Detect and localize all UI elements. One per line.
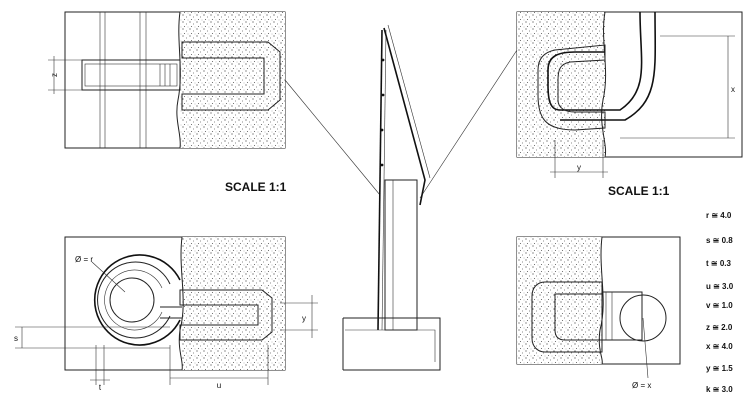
detail-bottom-right: Ø = x [516, 236, 681, 390]
dim-t: t [99, 383, 102, 392]
dim-y-top: y [577, 163, 581, 172]
label-diameter-x: Ø = x [632, 381, 651, 390]
legend-item: k ≅ 3.0 [706, 385, 733, 394]
dim-s: s [14, 334, 18, 343]
dim-z: z [50, 73, 59, 77]
center-elevation [284, 24, 518, 371]
detail-bottom-left: Ø = r s t u y [14, 236, 318, 392]
dim-k: x [731, 85, 735, 94]
label-diameter-r: Ø = r [75, 255, 93, 264]
legend-item: y ≅ 1.5 [706, 364, 733, 373]
legend-item: z ≅ 2.0 [706, 323, 733, 332]
scale-label-left: SCALE 1:1 [225, 180, 287, 194]
legend-item: r ≅ 4.0 [706, 211, 732, 220]
detail-top-left: z [48, 11, 286, 149]
dim-u: u [217, 381, 221, 390]
legend-item: t ≅ 0.3 [706, 259, 731, 268]
dimension-legend: r ≅ 4.0 s ≅ 0.8 t ≅ 0.3 u ≅ 3.0 v ≅ 1.0 … [706, 211, 734, 394]
legend-item: s ≅ 0.8 [706, 236, 733, 245]
legend-item: u ≅ 3.0 [706, 282, 734, 291]
legend-item: v ≅ 1.0 [706, 301, 733, 310]
detail-top-right: x y [516, 11, 743, 178]
legend-item: x ≅ 4.0 [706, 342, 733, 351]
dim-v: y [302, 314, 306, 323]
scale-label-right: SCALE 1:1 [608, 184, 670, 198]
